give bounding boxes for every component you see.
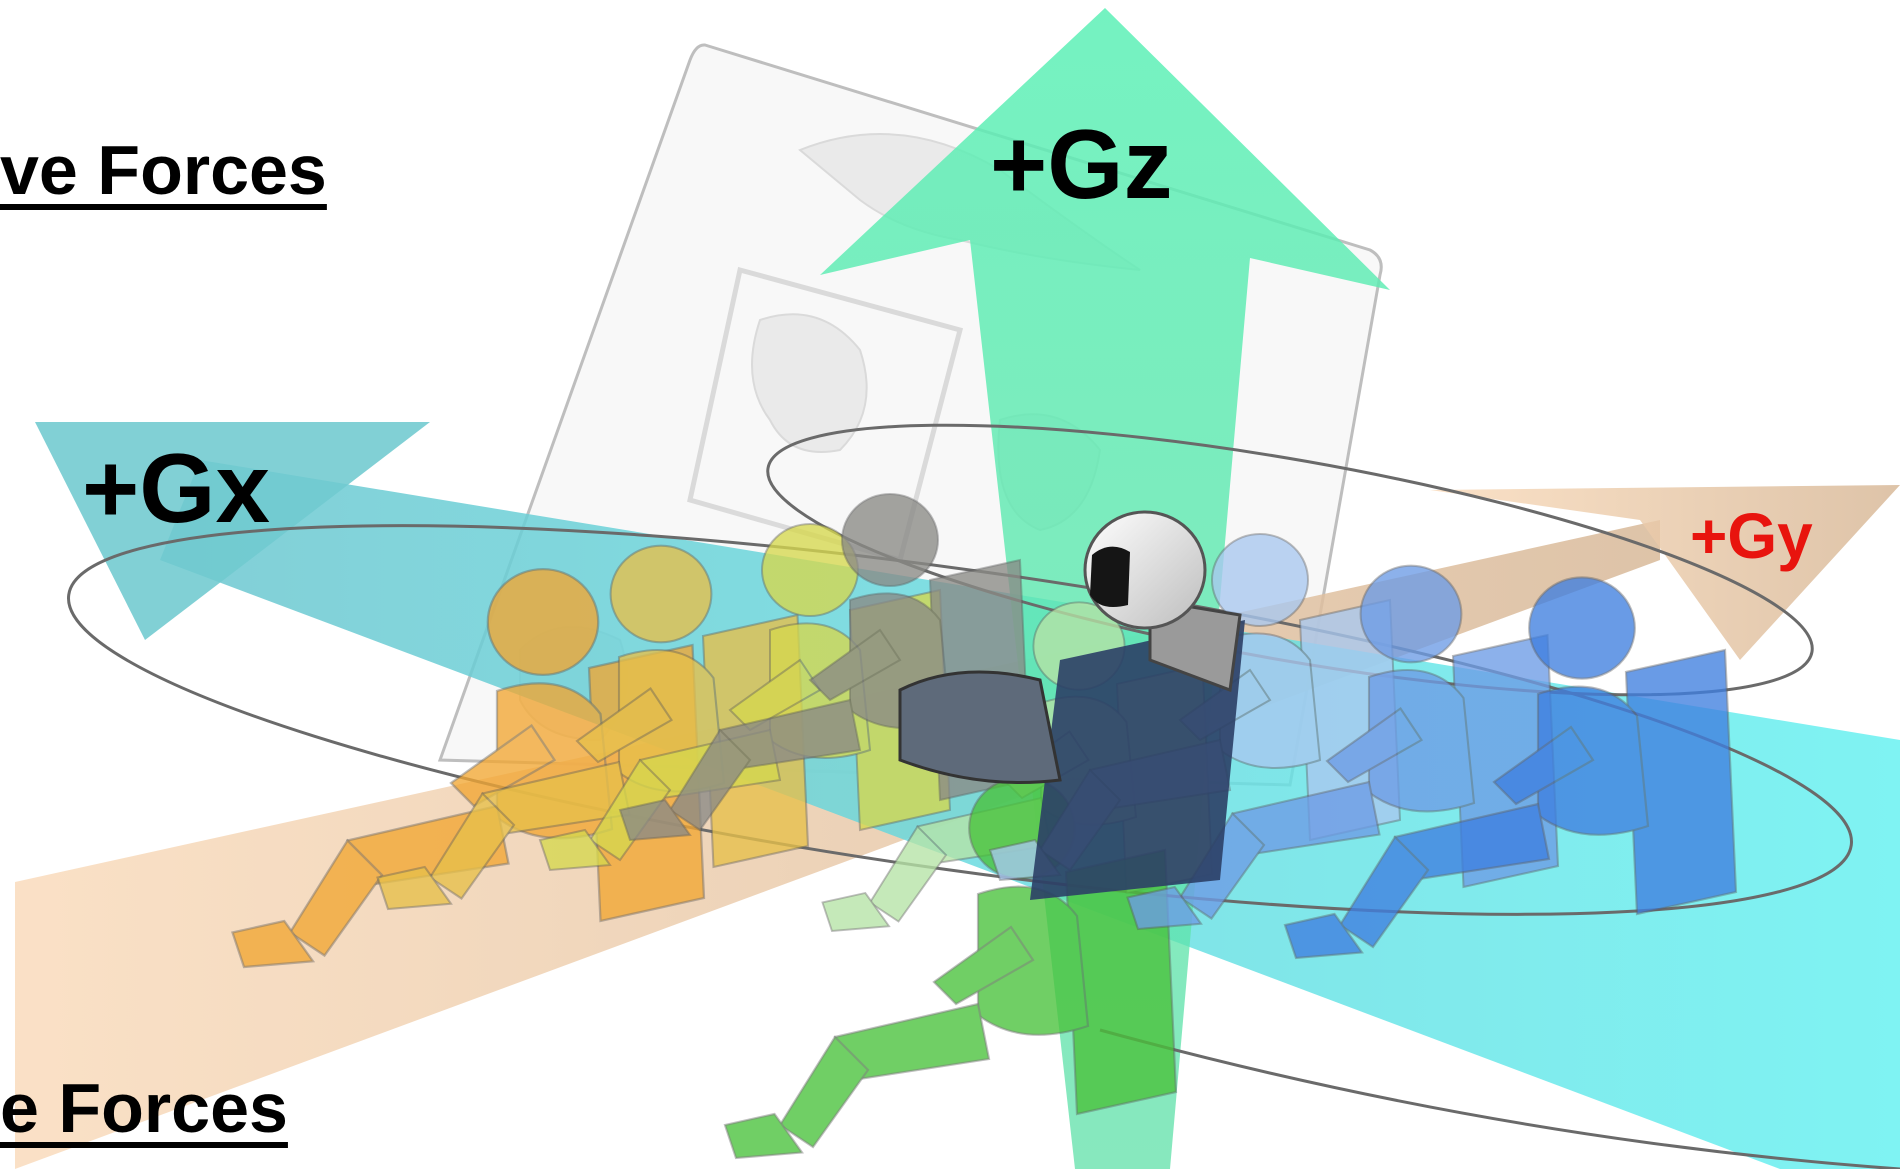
- blue-pilot: [1283, 576, 1738, 960]
- center-pilot: [898, 510, 1245, 900]
- gx-label: +Gx: [82, 433, 270, 543]
- gz-label: +Gz: [990, 109, 1172, 219]
- top-section-heading: ve Forces: [0, 131, 327, 209]
- pilot-figures: [231, 493, 1738, 1160]
- bottom-section-heading: e Forces: [0, 1069, 288, 1147]
- gy-label: +Gy: [1690, 500, 1813, 572]
- green-pilot: [723, 776, 1178, 1160]
